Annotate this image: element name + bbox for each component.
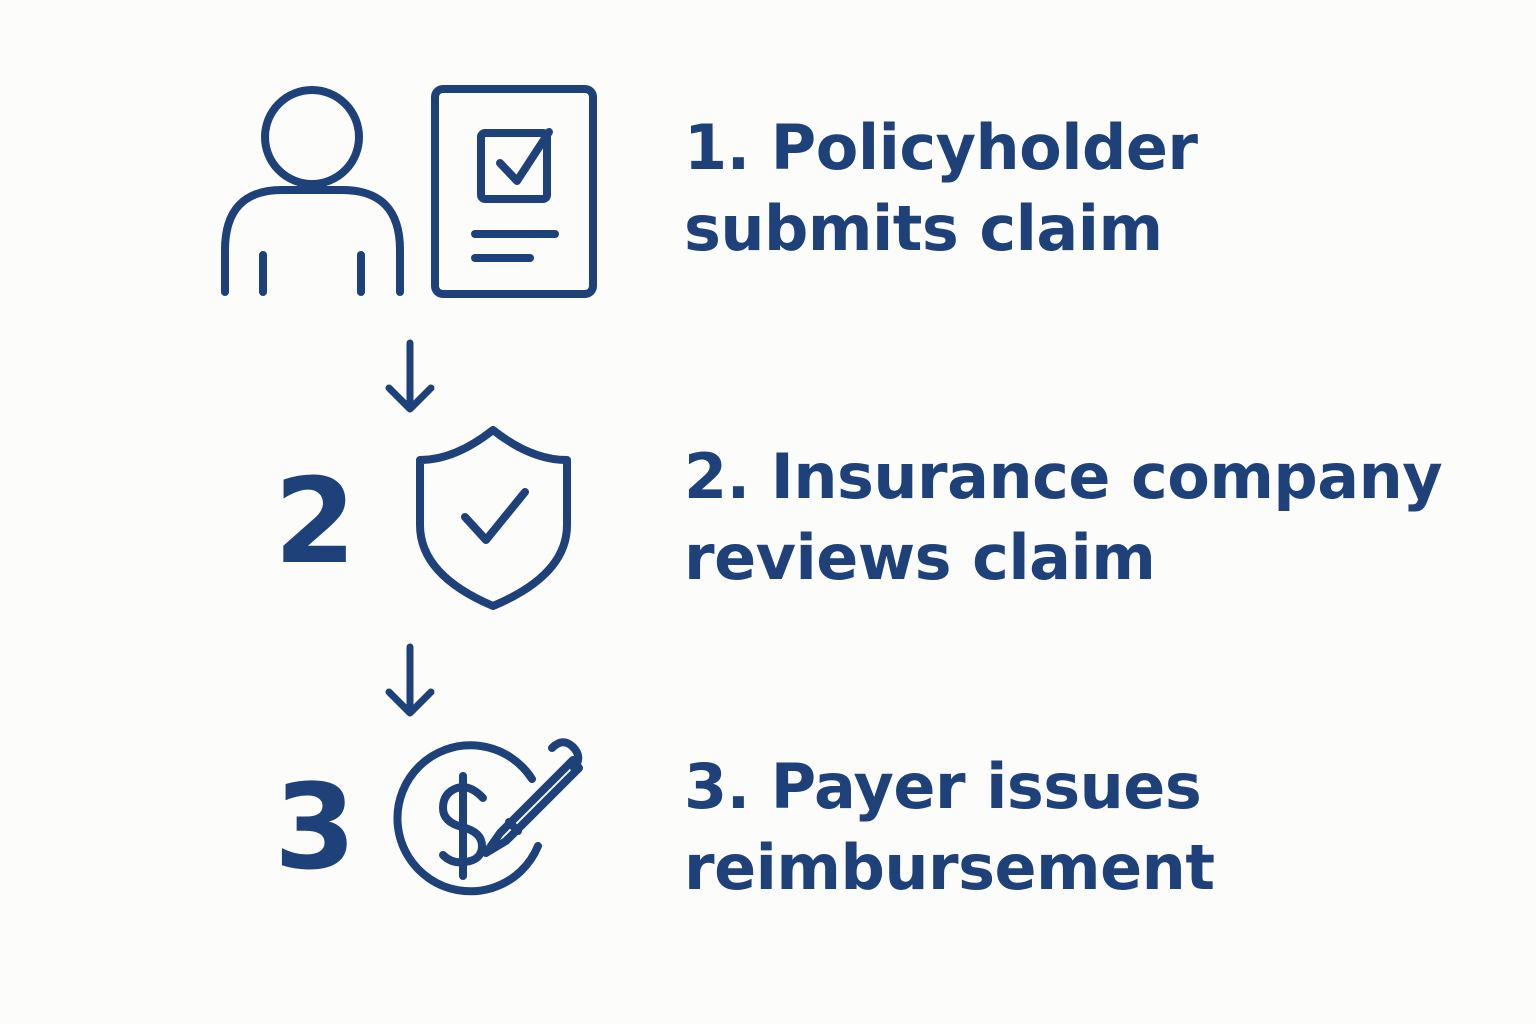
step-2-line-1: 2. Insurance company xyxy=(684,440,1443,513)
step-3-line-1: 3. Payer issues xyxy=(684,750,1202,823)
step-2-line-2: reviews claim xyxy=(684,520,1156,594)
checklist-document-icon xyxy=(431,85,597,298)
step-3-number: 3 xyxy=(274,758,357,896)
step-3-line-2: reimbursement xyxy=(684,830,1215,904)
person-icon xyxy=(221,86,404,296)
shield-check-icon xyxy=(416,426,571,610)
step-1-line-1: 1. Policyholder xyxy=(684,111,1198,184)
step-1-line-2: submits claim xyxy=(684,191,1163,265)
step-3-label: 3. Payer issues reimbursement xyxy=(684,747,1215,908)
down-arrow-icon xyxy=(385,339,435,413)
step-2-label: 2. Insurance company reviews claim xyxy=(684,437,1443,598)
step-2-number: 2 xyxy=(274,452,357,590)
step-1-label: 1. Policyholder submits claim xyxy=(684,108,1198,269)
dollar-coin-pencil-icon xyxy=(393,738,583,896)
down-arrow-icon xyxy=(385,643,435,717)
